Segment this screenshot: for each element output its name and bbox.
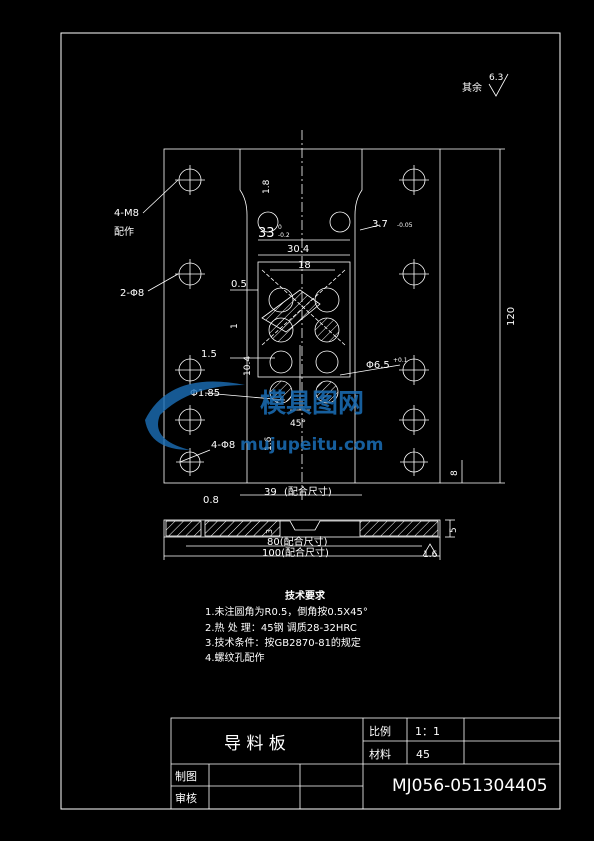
dim-18: 18: [298, 260, 311, 271]
tech-item-2: 2.热 处 理：45钢 调质28-32HRC: [205, 621, 357, 634]
plan-view: [142, 130, 505, 500]
part-name: 导 料 板: [224, 734, 286, 754]
dim-0-5: 0.5: [231, 279, 247, 290]
channel-right-edge: [354, 149, 363, 483]
dim-39: 39: [264, 487, 277, 498]
dim-1-6a: 1.6: [264, 436, 274, 451]
dimension-lines: [142, 148, 505, 496]
watermark-en: mujupeitu.com: [240, 435, 383, 455]
title-block-texts: 导 料 板 比例 1：1 材料 45 制图 审核 MJ056-051304405: [175, 724, 548, 805]
dimension-texts: 4-M8 配作 2-Φ8 33 0 -0.2 30.4 18 0.5 3.7 -…: [114, 179, 517, 560]
section-view: [163, 519, 455, 560]
dim-30-4: 30.4: [287, 244, 309, 255]
dim-1: 1: [230, 323, 240, 329]
dim-1-6b: 1.6: [423, 550, 438, 560]
roughness-note: 其余 6.3: [462, 73, 509, 97]
dim-phi6-5: Φ6.5: [366, 360, 390, 371]
dim-39-suffix: (配合尺寸): [284, 485, 332, 498]
dim-5: 5: [449, 527, 459, 533]
channel-left-edge: [239, 149, 248, 483]
scale-label: 比例: [369, 724, 391, 738]
dim-phi1-85: Φ1.85: [190, 388, 220, 399]
title-block: [170, 717, 561, 810]
dim-1-5: 1.5: [201, 349, 217, 360]
tech-title: 技术要求: [285, 589, 326, 602]
dim-10-4: 10.4: [243, 356, 253, 376]
central-cavity: [257, 261, 351, 411]
roughness-value: 6.3: [489, 73, 503, 83]
dim-3-7: 3.7: [372, 219, 388, 230]
dim-4phi8: 4-Φ8: [211, 440, 235, 451]
dim-2phi8: 2-Φ8: [120, 288, 144, 299]
roughness-symbol-icon: [488, 73, 509, 97]
tech-requirements: 技术要求 1.未注圆角为R0.5，倒角按0.5X45° 2.热 处 理：45钢 …: [205, 589, 368, 664]
dim-4m8: 4-M8: [114, 208, 139, 219]
dim-0-8: 0.8: [203, 495, 219, 506]
checked-label: 审核: [175, 791, 197, 805]
tech-item-1: 1.未注圆角为R0.5，倒角按0.5X45°: [205, 605, 368, 618]
watermark-logo-icon: [145, 381, 245, 450]
dim-8: 8: [450, 470, 460, 476]
drawing-number: MJ056-051304405: [392, 776, 548, 796]
dim-45deg: 45°: [290, 419, 306, 429]
mounting-holes: [175, 165, 429, 476]
tech-item-4: 4.螺纹孔配作: [205, 651, 265, 664]
watermark: 模具图网 mujupeitu.com: [145, 381, 383, 455]
watermark-cn: 模具图网: [260, 389, 364, 419]
scale-value: 1：1: [415, 725, 440, 738]
dim-1-8: 1.8: [262, 179, 272, 194]
roughness-label: 其余: [462, 81, 482, 94]
dim-peizuo: 配作: [114, 226, 134, 238]
drawn-label: 制图: [175, 770, 197, 783]
dim-3: 3: [265, 529, 274, 534]
dim-33-tol-up: 0: [278, 224, 282, 231]
dim-100: 100(配合尺寸): [262, 546, 329, 559]
material-value: 45: [416, 748, 430, 761]
dim-80: 80(配合尺寸): [267, 535, 328, 548]
dim-3-7-tol: -0.05: [397, 222, 413, 229]
dim-33-tol-dn: -0.2: [278, 232, 290, 239]
dim-phi6-5-tol: +0.1: [393, 357, 408, 364]
dim-33: 33: [258, 226, 275, 241]
dim-120: 120: [506, 307, 517, 326]
tech-item-3: 3.技术条件：按GB2870-81的规定: [205, 636, 361, 649]
material-label: 材料: [369, 747, 391, 761]
